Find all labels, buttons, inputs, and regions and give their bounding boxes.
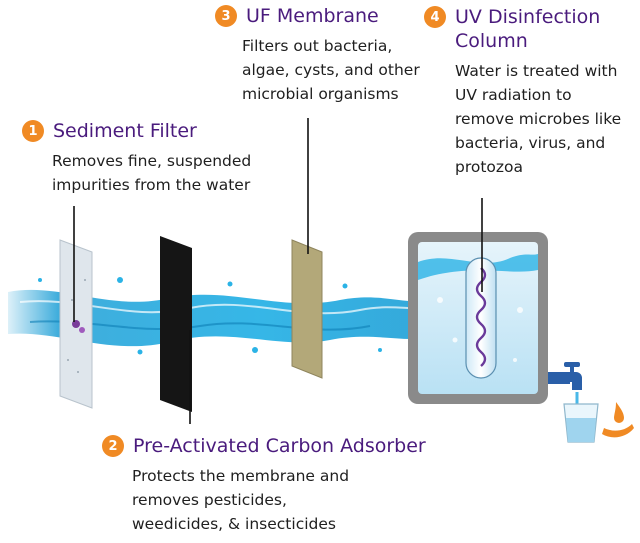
step-description: Water is treated with UV radiation to re…: [455, 62, 622, 176]
step-description: Filters out bacteria, algae, cysts, and …: [242, 37, 420, 103]
step-title: Pre-Activated Carbon Adsorber: [133, 435, 426, 457]
sediment-filter-sheet: [59, 239, 93, 409]
step-carbon-adsorber: 2 Pre-Activated Carbon Adsorber Protects…: [102, 434, 426, 536]
faucet-icon: [548, 362, 582, 404]
step-description: Removes fine, suspended impurities from …: [52, 152, 252, 194]
carbon-filter-sheet: [160, 236, 192, 412]
uf-membrane-sheet: [291, 239, 323, 379]
step-number-badge: 1: [22, 120, 44, 142]
step-title: Sediment Filter: [53, 120, 197, 142]
hand-drop-icon: [602, 402, 634, 438]
uv-lamp-icon: [465, 257, 497, 379]
step-title: UF Membrane: [246, 5, 379, 27]
step-number-badge: 4: [424, 6, 446, 28]
step-sediment-filter: 1 Sediment Filter Removes fine, suspende…: [22, 119, 251, 197]
step-description: Protects the membrane and removes pestic…: [132, 467, 350, 533]
water-glass-icon: [563, 403, 599, 443]
step-uf-membrane: 3 UF Membrane Filters out bacteria, alga…: [215, 4, 420, 106]
step-number-badge: 2: [102, 435, 124, 457]
step-number-badge: 3: [215, 5, 237, 27]
step-title: UV Disinfection Column: [455, 6, 601, 52]
step-uv-disinfection: 4 UV Disinfection Column Water is treate…: [424, 5, 621, 179]
